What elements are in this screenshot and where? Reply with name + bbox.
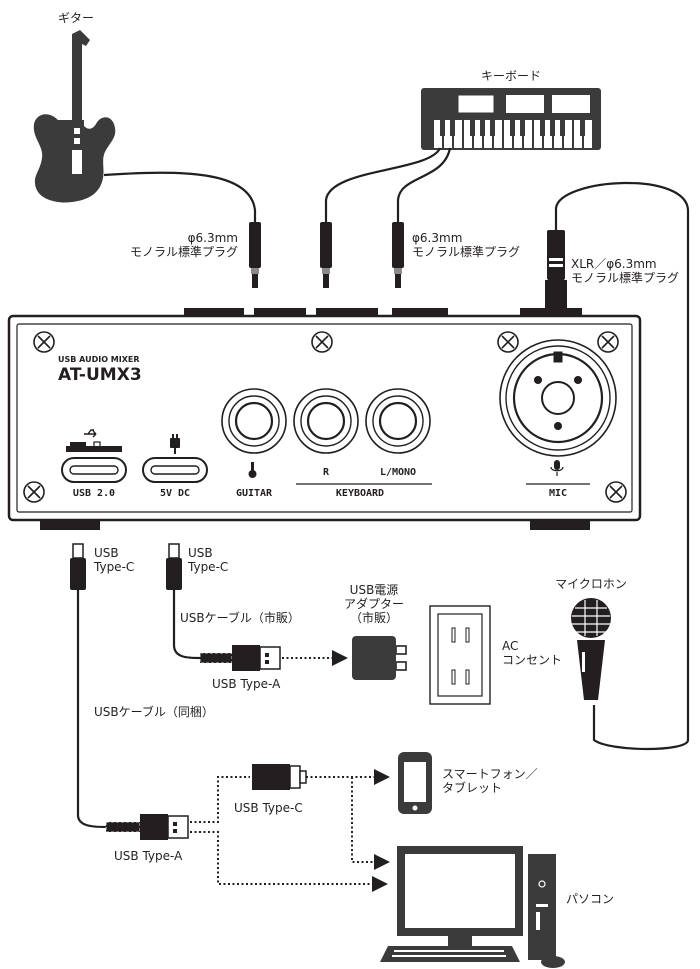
usb-symbol-icon (70, 429, 101, 452)
included-usb-cable (76, 590, 107, 829)
dc-port[interactable] (142, 457, 208, 483)
pc-icon (380, 846, 565, 968)
port-lmono-label: L/MONO (380, 467, 416, 478)
guitar-plug-icon (249, 222, 261, 288)
ac-label-1: AC (502, 639, 518, 653)
smartphone-label-1: スマートフォン／ (442, 767, 538, 781)
adapter-label-1: USB電源 (350, 583, 399, 597)
port-r-label: R (323, 467, 330, 478)
connection-routes (190, 769, 390, 892)
mic-plug-label-1: XLR／φ6.3mm (571, 257, 657, 271)
keyboard-r-jack[interactable] (293, 388, 359, 454)
adapter-label-3: （市販） (350, 610, 398, 625)
guitar-cable (103, 171, 257, 222)
port-mic-label: MIC (549, 488, 567, 499)
usb-c-plug-left-icon (70, 543, 86, 590)
guitar-small-icon (248, 462, 257, 478)
port-guitar-label: GUITAR (236, 488, 273, 499)
usb-type-a-bottom-label: USB Type-A (114, 849, 183, 863)
mic-cable (554, 181, 690, 751)
usb-c-left-label-2: Type-C (93, 560, 134, 574)
guitar-icon (33, 30, 116, 203)
mic-xlr-plug-icon (545, 230, 567, 308)
keyboard-cable-r (324, 147, 442, 222)
adapter-label-2: アダプター (344, 596, 404, 611)
smartphone-label-2: タブレット (442, 780, 502, 795)
microphone-icon (571, 598, 611, 700)
included-usb-a-plug-icon (105, 814, 189, 840)
usb-cable-retail-label: USBケーブル（市販） (180, 610, 300, 625)
mic-small-icon (550, 460, 564, 476)
ac-label-2: コンセント (502, 653, 562, 667)
screw-icons (23, 331, 627, 503)
device-model: AT-UMX3 (58, 365, 142, 385)
guitar-label: ギター (58, 11, 94, 25)
power-usb-cable (172, 590, 201, 660)
keyboard-cable-l (396, 147, 452, 222)
keyboard-label: キーボード (481, 69, 541, 83)
smartphone-icon (398, 752, 432, 814)
usb-type-a-top-label: USB Type-A (212, 677, 281, 691)
plug-left-label-2: モノラル標準プラグ (130, 244, 238, 259)
usb-c-plug-mid-icon (166, 543, 182, 590)
keyboard-r-plug-icon (320, 222, 332, 288)
port-keyboard-label: KEYBOARD (336, 488, 384, 499)
mic-plug-label-2: モノラル標準プラグ (571, 270, 679, 285)
usb-cable-included-label: USBケーブル（同梱） (94, 704, 214, 719)
power-usb-a-plug-icon (199, 645, 281, 671)
device-subtitle: USB AUDIO MIXER (58, 355, 140, 364)
plug-right-label-1: φ6.3mm (412, 231, 462, 245)
plug-right-label-2: モノラル標準プラグ (412, 244, 520, 259)
port-usb-label: USB 2.0 (73, 488, 115, 499)
usb-c-mid-label-2: Type-C (187, 560, 228, 574)
usb-c-adapter-icon (252, 764, 307, 790)
plug-left-label-1: φ6.3mm (188, 231, 238, 245)
usb-c-mid-label-1: USB (188, 546, 213, 560)
dc-plug-icon (170, 434, 180, 454)
mic-combo-jack[interactable] (499, 339, 617, 457)
usb-type-c-bottom-label: USB Type-C (234, 801, 303, 815)
keyboard-icon (421, 88, 601, 150)
ac-outlet-icon (429, 605, 491, 705)
usb-c-left-label-1: USB (94, 546, 119, 560)
keyboard-l-plug-icon (392, 222, 404, 288)
keyboard-l-jack[interactable] (365, 388, 431, 454)
microphone-label: マイクロホン (555, 577, 627, 591)
port-dc-label: 5V DC (160, 488, 190, 499)
guitar-jack[interactable] (221, 388, 287, 454)
usb-adapter-icon (352, 636, 407, 680)
pc-label: パソコン (566, 892, 614, 906)
